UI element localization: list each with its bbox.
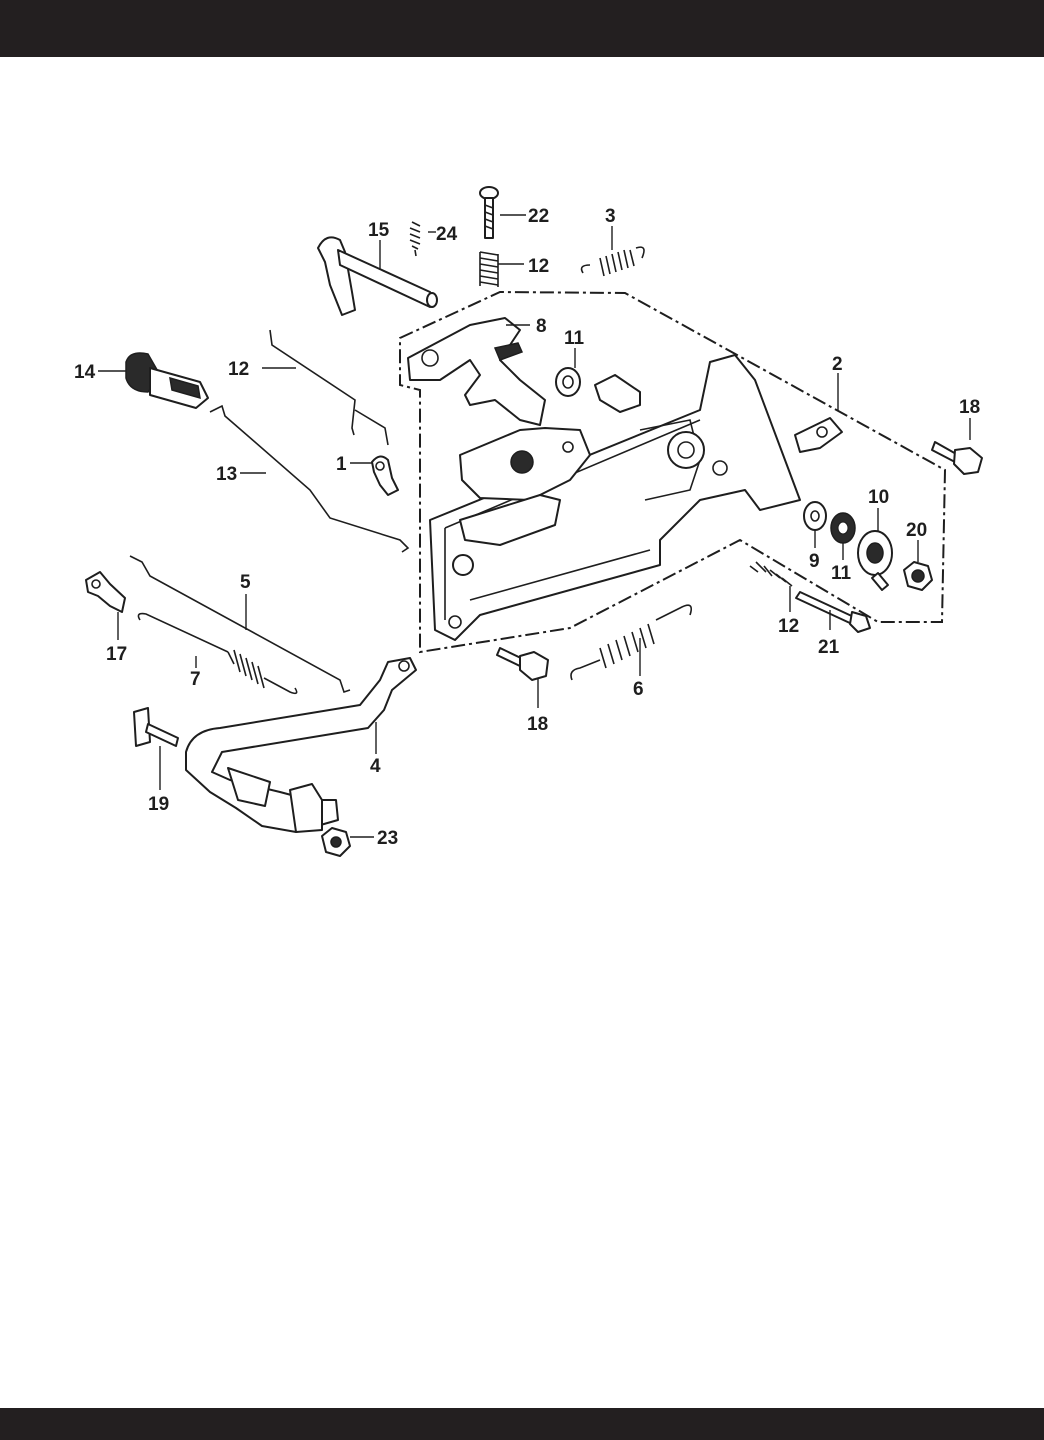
nut-23 [321, 827, 351, 857]
clip-17 [85, 571, 126, 613]
callout-12-lower: 12 [778, 616, 799, 637]
spring-6 [570, 604, 693, 681]
control-lever [407, 317, 546, 426]
callout-17: 17 [106, 644, 127, 665]
spring-12-upper [479, 251, 499, 287]
assembly-outline [399, 290, 947, 654]
leader-lines [98, 214, 971, 838]
callout-20: 20 [906, 520, 927, 541]
washer-11-lower [830, 512, 856, 544]
callout-7: 7 [190, 669, 201, 690]
throttle-lever [317, 236, 438, 316]
clip-1 [371, 455, 399, 496]
callout-18-lower: 18 [527, 714, 548, 735]
callout-19: 19 [148, 794, 169, 815]
callout-18-right: 18 [959, 397, 980, 418]
callout-11-upper: 11 [564, 328, 585, 349]
callout-8: 8 [536, 316, 547, 337]
callout-10: 10 [868, 487, 889, 508]
bolt-19 [133, 707, 179, 747]
callout-22: 22 [528, 206, 549, 227]
callout-16: 14 [74, 362, 96, 383]
spring-rod-7 [137, 612, 298, 695]
callout-labels: 22 24 3 15 12 8 11 2 18 14 12 13 1 10 20… [74, 206, 980, 849]
nut-20 [903, 561, 933, 591]
rod-14 [209, 404, 410, 553]
callout-13: 12 [228, 359, 249, 380]
bolt-18-lower [496, 647, 549, 681]
bolt-22 [479, 186, 499, 239]
callout-21: 21 [818, 637, 840, 658]
callout-12-upper: 12 [528, 256, 549, 277]
callout-15: 15 [368, 220, 390, 241]
rod-13 [269, 329, 389, 446]
bolt-18-right [931, 441, 983, 475]
rod-5 [129, 555, 351, 694]
bolt-21 [795, 591, 871, 633]
callout-3: 3 [605, 206, 616, 227]
spring-3 [580, 246, 645, 277]
callout-23: 23 [377, 828, 398, 849]
callout-6: 6 [633, 679, 644, 700]
callout-24: 24 [436, 224, 458, 245]
footer-bar [0, 1408, 1044, 1440]
control-knob [125, 352, 209, 409]
spring-24 [409, 221, 421, 257]
callout-2: 2 [832, 354, 843, 375]
callout-11-lower: 11 [831, 563, 852, 584]
callout-4: 4 [370, 756, 381, 777]
washer-11-upper [555, 367, 581, 397]
washer-9 [803, 501, 827, 531]
callout-1: 1 [336, 454, 347, 475]
control-base-bracket [429, 354, 843, 641]
callout-14: 13 [216, 464, 237, 485]
callout-9: 9 [809, 551, 820, 572]
callout-5: 5 [240, 572, 251, 593]
header-bar [0, 0, 1044, 57]
friction-disk [857, 530, 893, 591]
spring-12-lower [749, 561, 793, 587]
bracket-4 [185, 657, 417, 833]
